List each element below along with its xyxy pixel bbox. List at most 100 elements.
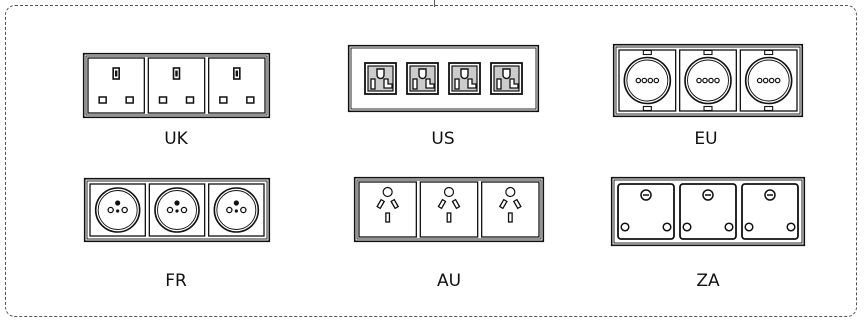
- fr-label: FR: [165, 271, 187, 291]
- frame-tick-mark: [434, 0, 435, 7]
- uk-socket-icon: [147, 57, 206, 114]
- neutral-pin-slot: [185, 96, 195, 104]
- neutral-slot: [390, 198, 400, 210]
- fr-socket-panel: [83, 177, 271, 243]
- earth-clip-bottom: [642, 105, 652, 112]
- earth-pin-hole: [640, 189, 652, 201]
- us-socket-icon: [364, 62, 397, 95]
- live-pin-slot: [98, 96, 107, 104]
- live-pin-slot: [158, 96, 168, 104]
- za-socket-icon: [617, 183, 675, 240]
- uk-socket-panel: [82, 52, 271, 119]
- socket-face: [618, 49, 677, 112]
- eu-socket-strip: [612, 43, 804, 118]
- fr-socket-icon: [208, 183, 265, 237]
- indicator-hole: [505, 186, 516, 198]
- strip-inner-frame: [86, 180, 268, 240]
- neutral-pin-hole: [662, 222, 672, 232]
- socket-face: [481, 181, 540, 238]
- live-pin-hole: [682, 222, 692, 232]
- eu-socket-icon: [618, 49, 677, 112]
- center-screw: [175, 209, 179, 213]
- pin-hole: [226, 206, 233, 214]
- neutral-slot: [383, 78, 393, 89]
- us-socket-strip: [347, 44, 540, 113]
- pin-hole: [107, 206, 114, 214]
- pin-hole: [714, 77, 720, 84]
- earth-slot: [446, 212, 452, 223]
- socket-face: [208, 183, 265, 237]
- socket-recess: [623, 56, 672, 105]
- hot-slot: [454, 78, 460, 90]
- socket-recess: [213, 187, 260, 233]
- strip-inner-frame: [85, 55, 268, 116]
- uk-socket-icon: [87, 57, 145, 114]
- ground-slot: [418, 68, 427, 80]
- us-socket-panel: [347, 44, 540, 113]
- indicator-hole: [443, 186, 455, 198]
- fr-socket-icon: [89, 183, 146, 237]
- socket-face: [406, 62, 439, 95]
- pin-hole: [708, 77, 714, 84]
- pin-hole: [180, 206, 188, 214]
- earth-pin-hole: [764, 189, 776, 201]
- fr-socket-strip: [83, 177, 271, 243]
- pin-hole: [768, 77, 775, 84]
- au-socket-icon: [481, 181, 540, 238]
- neutral-pin-hole: [786, 222, 796, 232]
- live-pin-hole: [744, 222, 754, 232]
- earth-clip-top: [703, 49, 713, 56]
- socket-face: [739, 49, 798, 112]
- earth-slot: [507, 212, 513, 223]
- au-socket-icon: [419, 181, 479, 238]
- socket-recess: [154, 187, 200, 233]
- eu-socket-panel: [612, 43, 804, 118]
- earth-clip-bottom: [764, 105, 774, 112]
- socket-face: [364, 62, 397, 95]
- neutral-slot: [425, 78, 435, 89]
- strip-inner-frame: [615, 46, 801, 115]
- uk-socket-icon: [208, 57, 266, 114]
- neutral-slot: [509, 78, 519, 89]
- hot-slot: [496, 78, 502, 90]
- us-socket-icon: [406, 62, 439, 95]
- fr-socket-icon: [148, 183, 206, 237]
- socket-recess: [94, 187, 141, 233]
- live-pin-slot: [219, 96, 228, 104]
- live-pin-hole: [620, 222, 630, 232]
- za-socket-icon: [679, 183, 737, 240]
- au-socket-strip: [353, 176, 545, 243]
- za-label: ZA: [696, 271, 720, 291]
- indicator-hole: [382, 186, 393, 198]
- za-socket-strip: [610, 176, 806, 247]
- earth-pin: [174, 200, 180, 206]
- strip-inner-frame: [356, 179, 542, 240]
- au-socket-panel: [353, 176, 545, 243]
- strip-outer-frame: [353, 176, 545, 243]
- ground-slot: [460, 68, 469, 80]
- earth-pin-slot: [172, 67, 181, 80]
- neutral-slot: [512, 198, 522, 210]
- eu-socket-icon: [739, 49, 798, 112]
- pin-hole: [647, 77, 654, 84]
- neutral-slot: [467, 78, 477, 89]
- za-socket-icon: [741, 183, 799, 240]
- strip-outer-frame: [82, 52, 271, 119]
- pin-hole: [756, 77, 763, 84]
- neutral-pin-hole: [724, 222, 734, 232]
- socket-recess: [744, 56, 793, 105]
- neutral-slot: [451, 198, 461, 210]
- pin-hole: [774, 77, 781, 84]
- earth-pin-slot: [233, 67, 241, 80]
- hot-slot: [412, 78, 418, 90]
- socket-face: [147, 57, 206, 114]
- strip-outer-frame: [612, 43, 804, 118]
- uk-socket-strip: [82, 52, 271, 119]
- eu-label: EU: [694, 129, 718, 149]
- earth-clip-top: [764, 49, 774, 56]
- us-label: US: [431, 129, 455, 149]
- socket-face: [679, 183, 737, 240]
- center-screw: [234, 209, 238, 213]
- pin-hole: [653, 77, 660, 84]
- socket-face: [148, 183, 206, 237]
